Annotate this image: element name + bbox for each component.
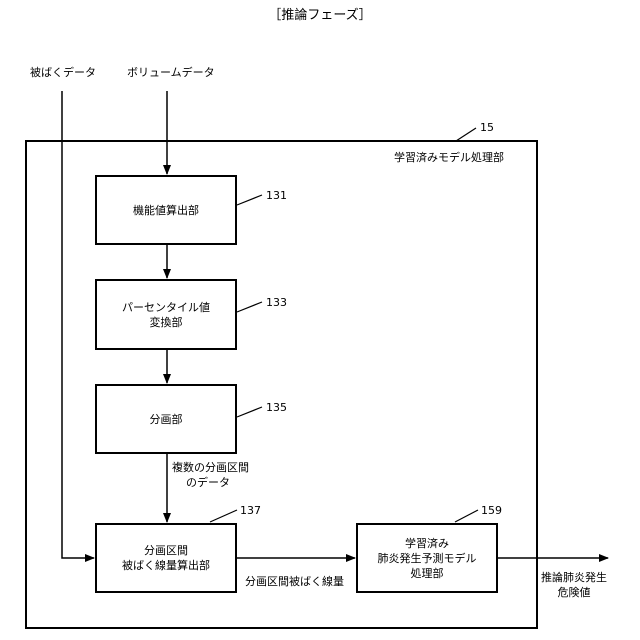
segmentation-block-label: 分画部 <box>150 412 183 427</box>
ref-leader-137 <box>210 510 237 522</box>
container-ref-leader <box>456 128 476 141</box>
ref-leader-159 <box>455 510 478 522</box>
ref-leader-133 <box>237 302 262 312</box>
trained-model-block: 学習済み 肺炎発生予測モデル 処理部 <box>356 523 498 593</box>
segmentation-block: 分画部 <box>95 384 237 454</box>
output-label: 推論肺炎発生 危険値 <box>530 570 618 600</box>
exposure-data-label: 被ばくデータ <box>30 65 96 80</box>
ref-leader-135 <box>237 407 262 417</box>
output-label-line1: 推論肺炎発生 <box>530 570 618 585</box>
model-block-label-line3: 処理部 <box>378 566 477 581</box>
volume-data-label: ボリュームデータ <box>127 65 215 80</box>
functional-value-block-label: 機能値算出部 <box>133 203 199 218</box>
ref-leader-131 <box>237 195 262 205</box>
model-block-label-line2: 肺炎発生予測モデル <box>378 551 477 566</box>
container-ref-number: 15 <box>480 120 494 135</box>
percentile-block-label-line2: 変換部 <box>122 315 210 330</box>
percentile-conversion-block: パーセンタイル値 変換部 <box>95 279 237 350</box>
segment-exposure-calc-block: 分画区間 被ばく線量算出部 <box>95 523 237 593</box>
ref-number-135: 135 <box>266 400 287 415</box>
ref-number-133: 133 <box>266 295 287 310</box>
percentile-block-label-line1: パーセンタイル値 <box>122 300 210 315</box>
exposure-calc-block-label-line1: 分画区間 <box>122 543 210 558</box>
segments-data-label: 複数の分画区間 のデータ <box>172 460 249 490</box>
ref-number-131: 131 <box>266 188 287 203</box>
ref-number-159: 159 <box>481 503 502 518</box>
ref-number-137: 137 <box>240 503 261 518</box>
diagram-title: ［推論フェーズ］ <box>0 8 640 23</box>
model-block-label-line1: 学習済み <box>378 536 477 551</box>
exposure-calc-block-label-line2: 被ばく線量算出部 <box>122 558 210 573</box>
functional-value-block: 機能値算出部 <box>95 175 237 245</box>
segments-data-label-line2: のデータ <box>172 475 249 490</box>
segment-dose-label: 分画区間被ばく線量 <box>245 574 344 589</box>
exposure-input-arrow <box>62 91 94 558</box>
output-label-line2: 危険値 <box>530 585 618 600</box>
container-label: 学習済みモデル処理部 <box>394 150 504 165</box>
segments-data-label-line1: 複数の分画区間 <box>172 460 249 475</box>
